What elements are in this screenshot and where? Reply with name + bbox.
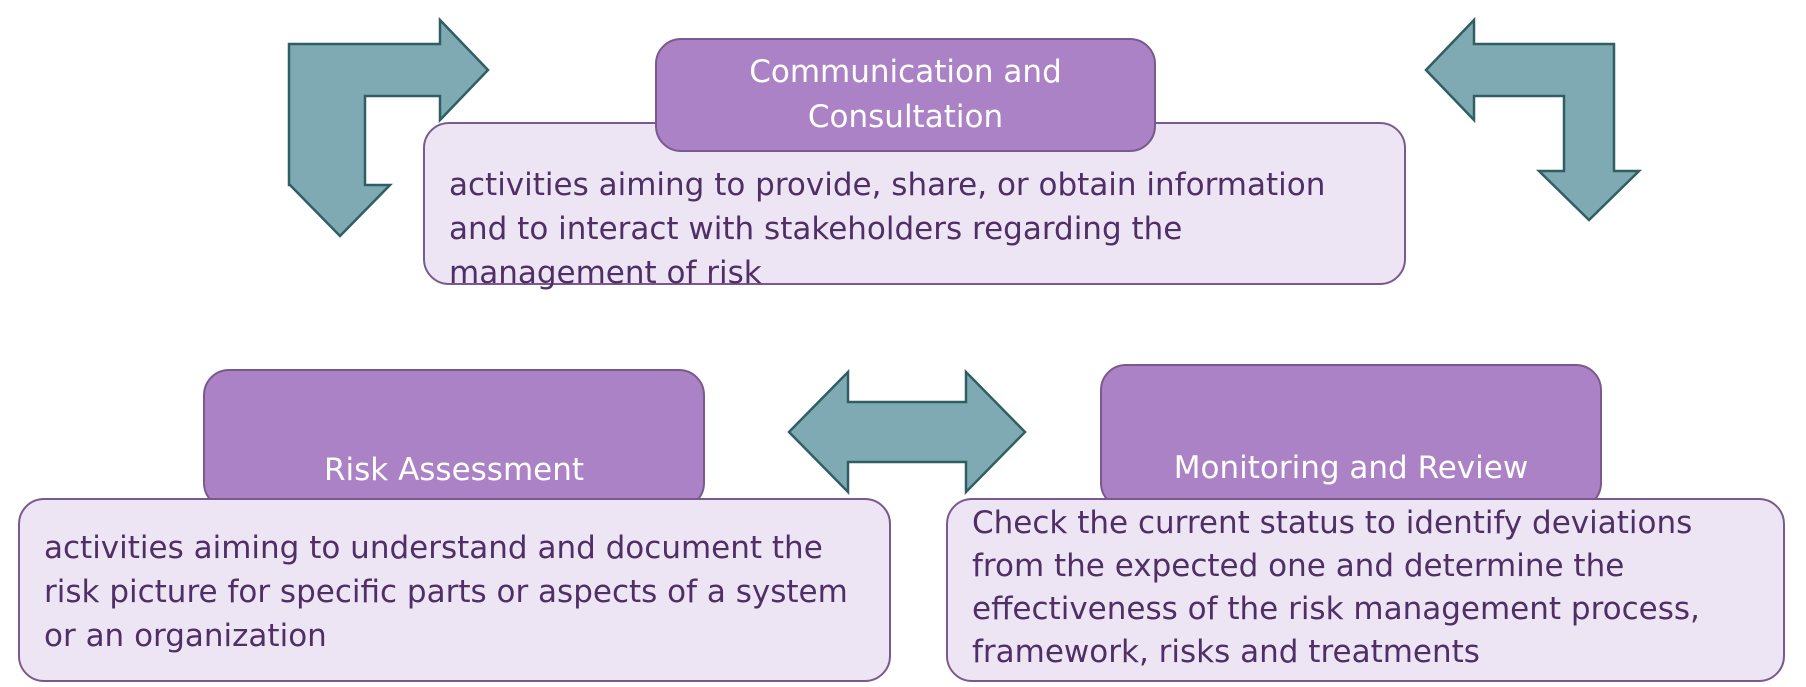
monitoring-text: Check the current status to identify dev…: [972, 505, 1700, 670]
bent-arrow-top-right-icon: [1424, 16, 1643, 222]
assessment-text: activities aiming to understand and docu…: [44, 530, 848, 654]
monitoring-title: Monitoring and Review: [1173, 450, 1529, 486]
assessment-header: Risk Assessment: [203, 369, 705, 509]
monitoring-header: Monitoring and Review: [1100, 364, 1602, 509]
communication-header: Communication and Consultation: [655, 38, 1156, 152]
assessment-title: Risk Assessment: [323, 452, 585, 488]
monitoring-body: Check the current status to identify dev…: [946, 498, 1785, 682]
bent-arrow-top-left-icon: [287, 16, 490, 238]
communication-text: activities aiming to provide, share, or …: [449, 167, 1326, 291]
communication-title: Communication and Consultation: [749, 54, 1062, 135]
assessment-body: activities aiming to understand and docu…: [18, 498, 891, 682]
double-arrow-middle-icon: [787, 368, 1027, 496]
communication-body: activities aiming to provide, share, or …: [423, 122, 1406, 291]
